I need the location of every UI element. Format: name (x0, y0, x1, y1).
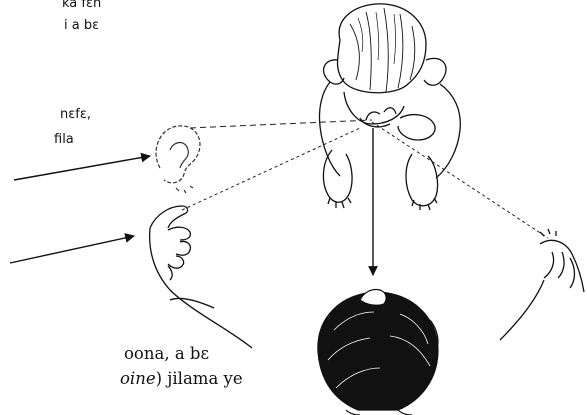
hand-icon (150, 206, 252, 348)
head-icon (318, 289, 438, 415)
sound-line-right (372, 122, 548, 238)
sound-lines (182, 120, 548, 238)
ear-icon (156, 126, 200, 193)
pointer-arrows (10, 128, 373, 275)
hand-icon-right (500, 229, 584, 340)
arrow-to-hand (10, 236, 134, 263)
arrow-to-ear (14, 156, 150, 180)
sound-line-top (190, 120, 372, 128)
sound-line-mid (182, 128, 360, 210)
person-top-view (319, 4, 460, 210)
